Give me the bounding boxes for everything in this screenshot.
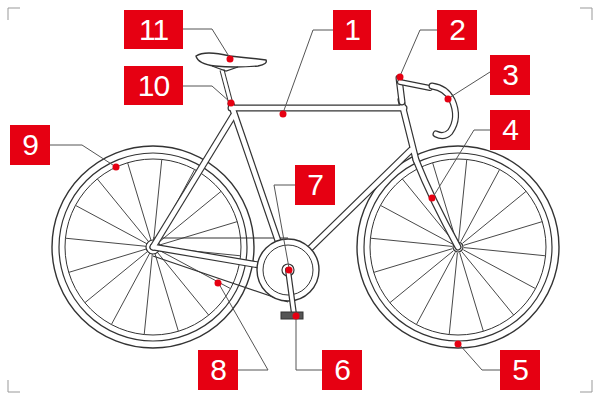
crankset (257, 239, 319, 319)
callout-number: 10 (124, 66, 183, 105)
corner-marks (8, 8, 592, 392)
callout-number: 5 (500, 350, 540, 390)
callout-number: 9 (10, 125, 50, 165)
callout-number: 11 (124, 10, 183, 49)
callout-number: 6 (322, 350, 362, 390)
callout-number: 8 (198, 350, 238, 390)
spoke (111, 252, 150, 324)
spoke (374, 249, 453, 273)
spoke (144, 253, 152, 335)
spoke (463, 191, 526, 243)
callout-number: 3 (490, 55, 530, 95)
callout-number: 1 (333, 10, 371, 50)
spoke (459, 159, 467, 241)
spoke (69, 249, 148, 273)
spoke (390, 251, 454, 303)
spoke (97, 179, 149, 243)
spoke (464, 248, 546, 256)
callout-number: 4 (490, 110, 530, 150)
spoke (464, 222, 543, 246)
leader-lines (50, 29, 500, 370)
spoke (85, 251, 149, 303)
callout-number: 7 (295, 165, 335, 205)
callout-dots (113, 56, 462, 348)
spoke (76, 205, 148, 244)
spoke (157, 252, 209, 316)
spoke (449, 253, 457, 335)
spoke (370, 238, 452, 246)
spoke (65, 238, 147, 246)
spoke (461, 170, 500, 242)
spoke (416, 252, 455, 324)
handlebar (399, 78, 456, 136)
spoke (463, 250, 535, 289)
spoke (128, 163, 152, 242)
spoke (159, 222, 238, 246)
spoke (462, 252, 514, 316)
callout-number: 2 (437, 10, 477, 50)
saddle (196, 53, 266, 104)
spoke (460, 253, 484, 332)
spoke (155, 253, 179, 332)
